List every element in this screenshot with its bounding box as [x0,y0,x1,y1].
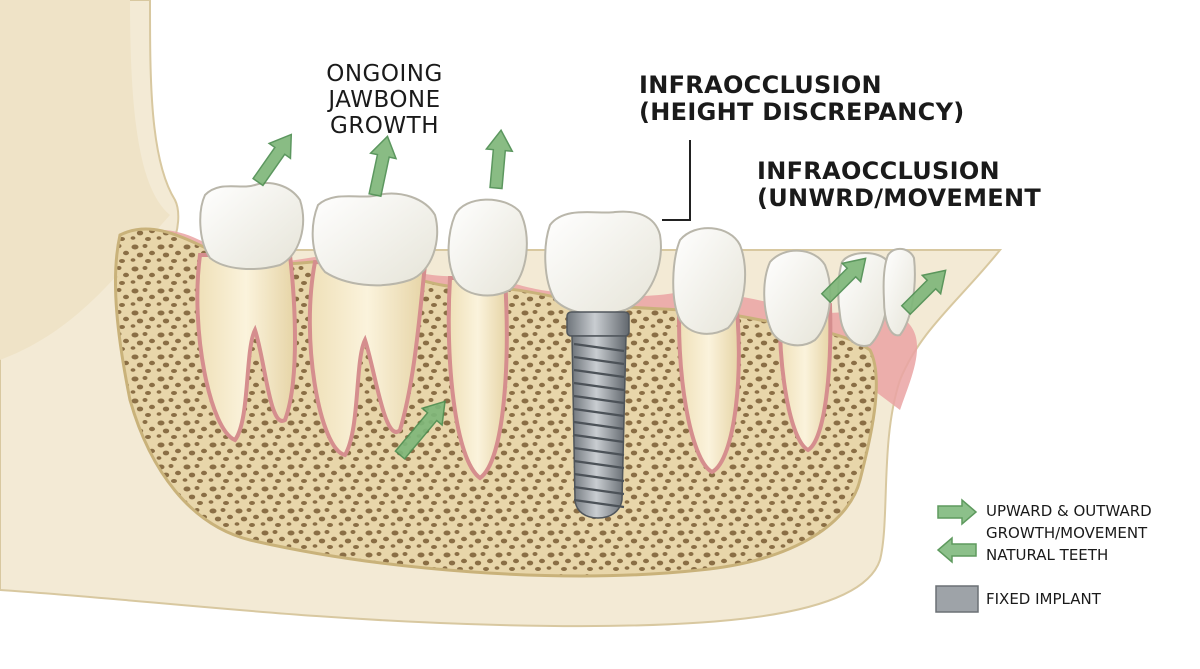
ramus-shade [0,0,170,360]
legend-implant: FIXED IMPLANT [936,588,1101,610]
implant-thread [573,433,625,444]
unward-movement-label: INFRAOCCLUSION (UNWRD/MOVEMENT [757,158,1041,212]
height-discrepancy-line-2: (HEIGHT DISCREPANCY) [639,97,965,126]
implant-thread [573,394,625,405]
growth-arrows [252,128,947,460]
crown-molar-2 [311,192,439,287]
dental-implant [566,311,630,519]
height-callout-line [662,140,691,221]
implant-thread [573,355,625,366]
unward-movement-line-2: (UNWRD/MOVEMENT [757,183,1042,212]
implant-thread [573,342,625,353]
crown-molar-1 [199,182,305,270]
implant-thread [573,472,625,483]
legend-movement: UPWARD & OUTWARD GROWTH/MOVEMENT NATURAL… [936,500,1152,566]
height-discrepancy-line-1: INFRAOCCLUSION [639,71,882,99]
growth-arrow-icon [820,257,867,304]
legend-arrow-left-icon [936,536,977,564]
growth-arrow-icon [252,133,293,187]
growth-arrow-icon [394,400,446,460]
crown-premolar-2 [672,227,747,335]
tooth-crowns [199,182,916,347]
crown-incisor-2 [882,247,916,337]
implant-thread [573,446,625,457]
root-premolar-2 [677,287,741,475]
implant-screw [571,335,627,519]
implant-thread [573,498,625,509]
legend-implant-text: FIXED IMPLANT [986,590,1101,608]
unward-movement-line-1: INFRAOCCLUSION [757,157,1000,185]
growth-arrow-icon [484,128,514,190]
legend-implant-swatch-icon [935,585,979,613]
growth-arrow-icon [368,134,398,198]
root-premolar-1 [446,276,509,481]
implant-thread [573,459,625,470]
jawbone-growth-label: ONGOING JAWBONE GROWTH [322,61,447,139]
implant-abutment [566,311,630,337]
implant-threads [573,342,625,509]
root-molar-2 [307,259,428,458]
root-molar-1 [195,253,297,443]
legend-movement-line-2: GROWTH/MOVEMENT [986,524,1148,542]
legend-arrow-right-icon [937,498,978,526]
legend-movement-text: UPWARD & OUTWARD GROWTH/MOVEMENT NATURAL… [986,500,1152,566]
crown-premolar-3 [763,249,832,347]
implant-thread [573,420,625,431]
implant-thread [573,485,625,496]
jawbone-growth-line-3: GROWTH [330,112,439,139]
implant-thread [573,381,625,392]
growth-arrow-icon [900,269,947,316]
legend-icons [935,498,979,613]
height-discrepancy-label: INFRAOCCLUSION (HEIGHT DISCREPANCY) [639,72,965,126]
implant-thread [573,407,625,418]
crown-premolar-1 [447,198,528,297]
crown-implant [544,210,662,316]
implant-thread [573,368,625,379]
jawbone-growth-line-2: JAWBONE [328,86,441,113]
legend-movement-line-3: NATURAL TEETH [986,546,1109,564]
legend-movement-line-1: UPWARD & OUTWARD [986,502,1152,520]
jawbone-growth-line-1: ONGOING [326,61,443,87]
